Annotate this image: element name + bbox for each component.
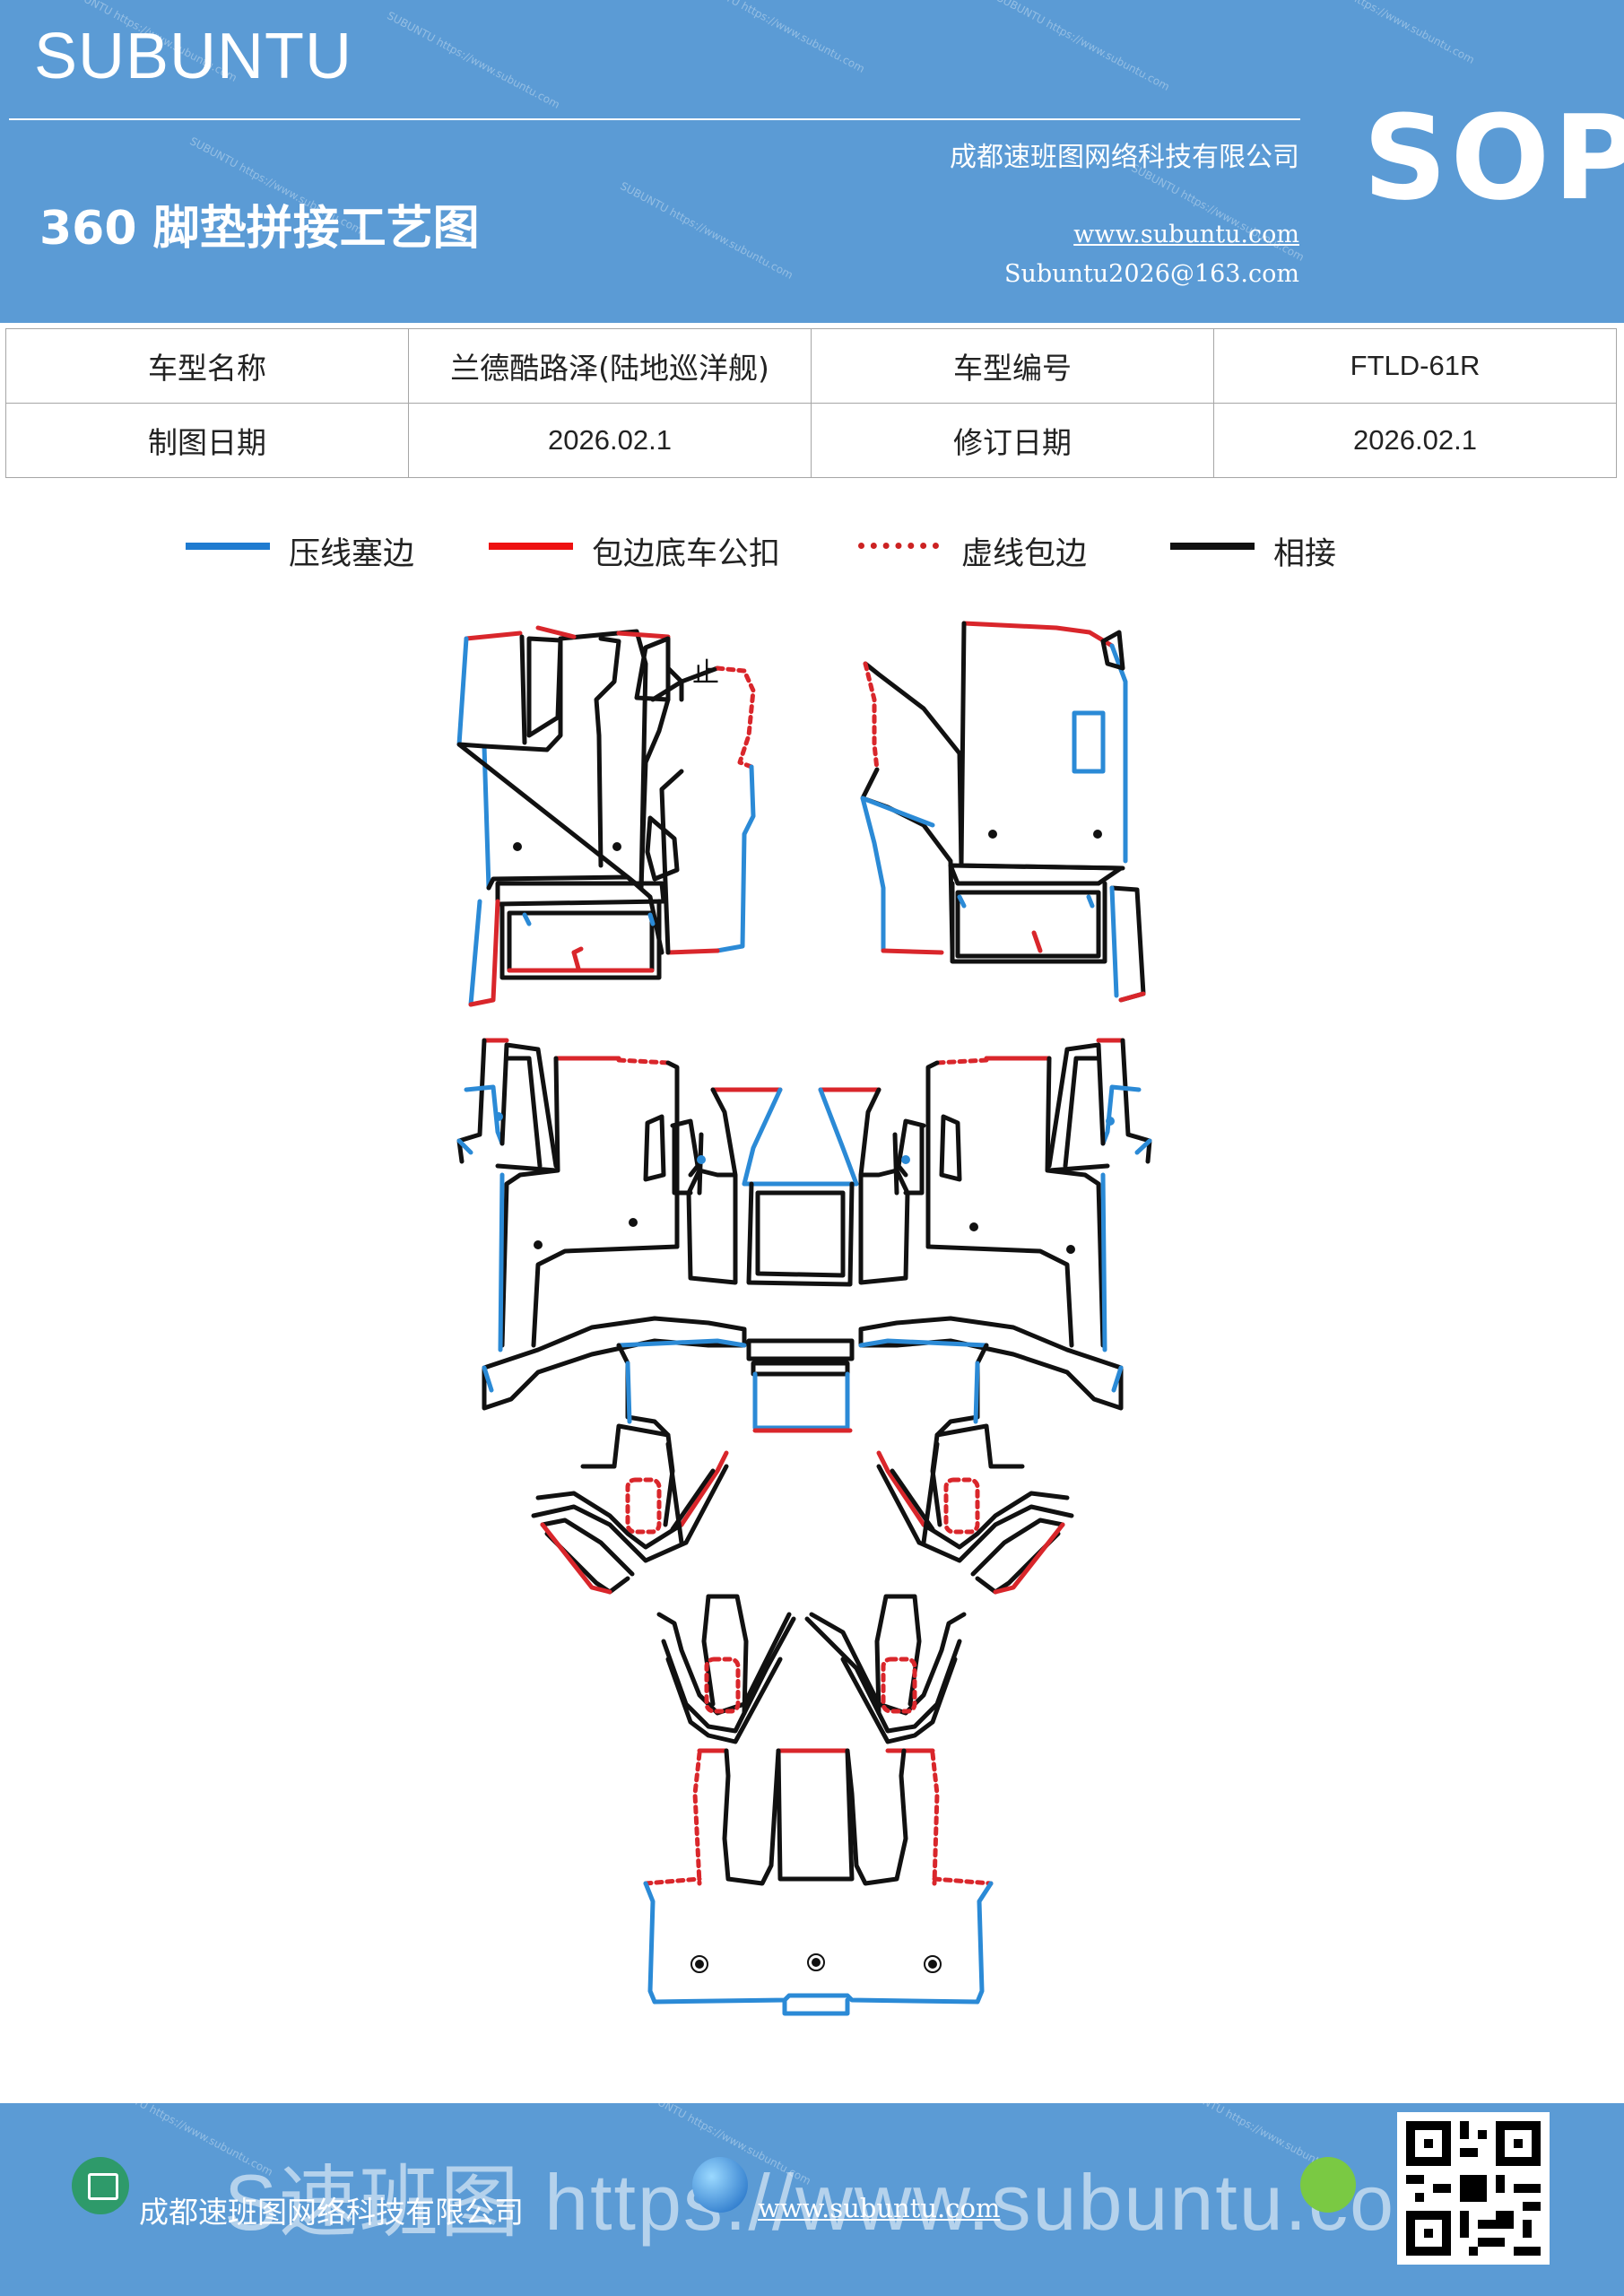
stop-label: 止 xyxy=(692,657,719,689)
legend-swatch-blue xyxy=(186,543,270,550)
table-row: 制图日期 2026.02.1 修订日期 2026.02.1 xyxy=(5,403,1617,478)
label-draw-date: 制图日期 xyxy=(5,403,409,478)
label-model-name: 车型名称 xyxy=(5,328,409,404)
document-title: 360 脚垫拼接工艺图 xyxy=(39,202,480,256)
mat-piece-rear-flap-left xyxy=(531,1338,747,1595)
watermark-text: SUBUNTU https://www.subuntu.com xyxy=(385,9,562,111)
watermark-text: SUBUNTU https://www.subuntu.com xyxy=(690,0,867,75)
value-revision-date: 2026.02.1 xyxy=(1213,403,1617,478)
legend-label: 虚线包边 xyxy=(961,536,1088,572)
legend-label: 包边底车公扣 xyxy=(592,536,781,572)
value-model-name: 兰德酷路泽(陆地巡洋舰) xyxy=(408,328,812,404)
legend-swatch-red xyxy=(489,543,573,550)
globe-icon xyxy=(692,2157,748,2213)
watermark-text: SUBUNTU https://www.subuntu.com xyxy=(1299,0,1477,66)
company-icon xyxy=(72,2157,129,2214)
mat-piece-mid-center xyxy=(670,1087,926,1433)
mat-piece-rear-flap-right xyxy=(858,1338,1074,1595)
brand-logo-text: SUBUNTU xyxy=(34,21,353,92)
value-model-code: FTLD-61R xyxy=(1213,328,1617,404)
legend: 压线塞边 包边底车公扣 虚线包边 相接 xyxy=(0,525,1624,578)
qr-code-icon xyxy=(1397,2112,1550,2265)
label-revision-date: 修订日期 xyxy=(811,403,1214,478)
legend-label: 压线塞边 xyxy=(289,536,415,572)
contact-email: Subuntu2026@163.com xyxy=(1004,260,1299,288)
legend-label: 相接 xyxy=(1273,536,1337,572)
mat-piece-mid-left xyxy=(456,1038,747,1411)
wechat-icon xyxy=(1300,2157,1356,2213)
mat-piece-mid-right xyxy=(858,1038,1152,1411)
footer-company-name: 成都速班图网络科技有限公司 xyxy=(139,2195,524,2230)
mat-piece-rear xyxy=(643,1748,994,2016)
legend-swatch-black xyxy=(1170,543,1255,550)
mat-piece-front-right xyxy=(860,621,1146,1003)
qr-code xyxy=(1397,2112,1550,2265)
legend-swatch-dotted xyxy=(858,543,939,549)
footer-watermark: S速班图 https://www.subuntu.com xyxy=(224,2158,1463,2247)
value-draw-date: 2026.02.1 xyxy=(408,403,812,478)
footer-website-link[interactable]: www.subuntu.com xyxy=(758,2193,1001,2223)
watermark-text: SUBUNTU https://www.subuntu.com xyxy=(994,0,1172,93)
watermark-text: SUBUNTU https://www.subuntu.com xyxy=(618,179,795,282)
mat-piece-third-row xyxy=(656,1594,967,1744)
website-link[interactable]: www.subuntu.com xyxy=(1073,221,1299,248)
header-banner: SUBUNTU https://www.subuntu.com SUBUNTU … xyxy=(0,0,1624,323)
mat-piece-front-left xyxy=(456,625,756,1007)
footer-banner: SUBUNTU https://www.subuntu.com SUBUNTU … xyxy=(0,2103,1624,2296)
label-model-code: 车型编号 xyxy=(811,328,1214,404)
header-divider xyxy=(9,118,1300,120)
sop-label: SOP xyxy=(1363,90,1624,226)
vehicle-info-table: 车型名称 兰德酷路泽(陆地巡洋舰) 车型编号 FTLD-61R 制图日期 202… xyxy=(5,328,1617,478)
table-row: 车型名称 兰德酷路泽(陆地巡洋舰) 车型编号 FTLD-61R xyxy=(5,328,1617,404)
company-name: 成都速班图网络科技有限公司 xyxy=(950,142,1299,173)
